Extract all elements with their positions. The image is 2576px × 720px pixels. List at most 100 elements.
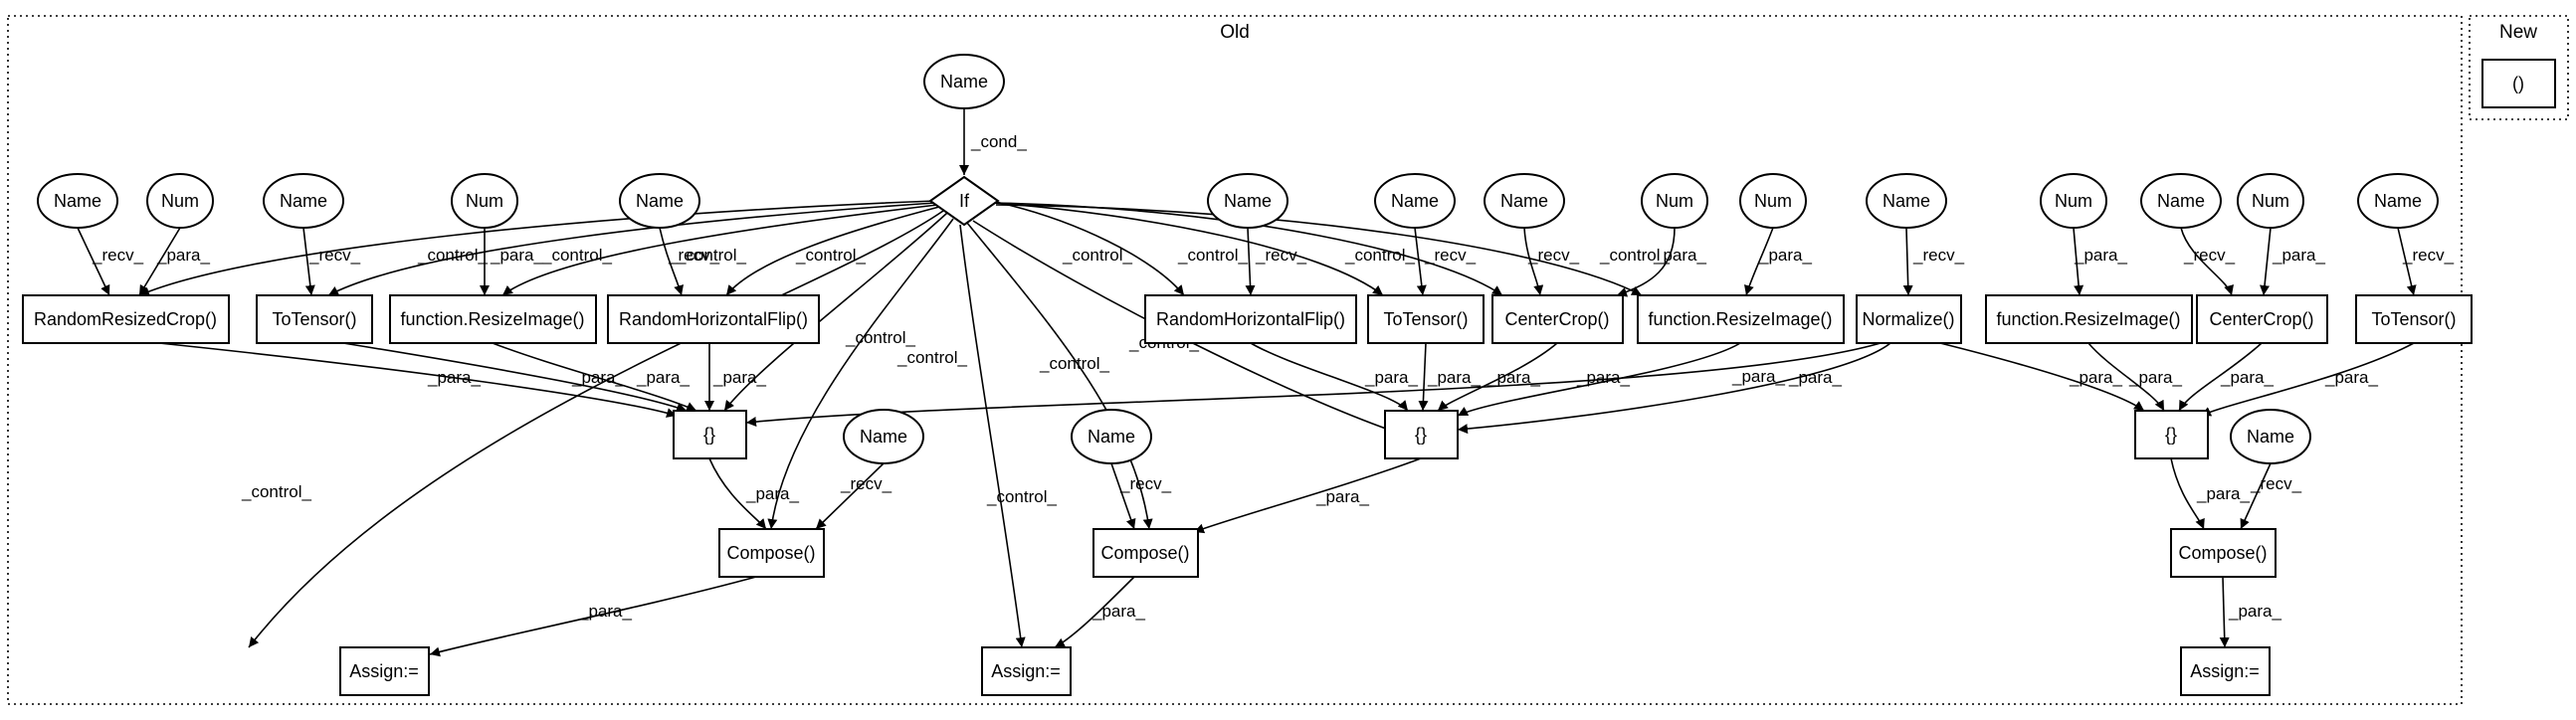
cluster-new [2469, 15, 2569, 120]
edge-recv [2397, 227, 2417, 296]
edge-recv [1110, 462, 1136, 530]
edge-label-para: _para_ [427, 368, 481, 387]
edge-control [723, 212, 948, 412]
node-compose-1: Compose() [718, 528, 825, 578]
edge-label-control: _control_ [1177, 246, 1248, 265]
edge-recv [1414, 227, 1427, 296]
svg-text:RandomHorizontalFlip(): RandomHorizontalFlip() [619, 309, 808, 329]
node-name-g: Name [1866, 173, 1947, 229]
node-totensor-3: ToTensor() [2355, 294, 2473, 344]
node-totensor-2: ToTensor() [1367, 294, 1485, 344]
edge-para [1457, 342, 1741, 417]
edge-label-control: _control_ [845, 328, 915, 347]
node-resize-image-1: function.ResizeImage() [389, 294, 597, 344]
cluster-old [7, 15, 2463, 705]
node-set-1: {} [673, 410, 747, 459]
edge-label-para: _para_ [1731, 367, 1785, 386]
edge-label-para: _para_ [2074, 246, 2127, 265]
edges [77, 108, 2417, 657]
svg-text:Name: Name [1882, 191, 1930, 211]
edge-recv [2180, 227, 2234, 296]
node-random-resized-crop: RandomResizedCrop() [22, 294, 230, 344]
node-name-k: Name [1071, 409, 1152, 464]
node-random-horizontal-flip-1: RandomHorizontalFlip() [607, 294, 820, 344]
svg-text:ToTensor(): ToTensor() [1383, 309, 1468, 329]
edge-control [248, 210, 944, 648]
edge-control [725, 206, 940, 296]
edge-label-recv: _recv_ [308, 246, 361, 265]
svg-text:Name: Name [280, 191, 327, 211]
edge-label-control: _control_ [1039, 354, 1109, 373]
node-name-c: Name [619, 173, 700, 229]
edge-label-recv: _recv_ [840, 474, 892, 493]
node-normalize: Normalize() [1856, 294, 1962, 344]
edge-label-para: _para_ [636, 368, 690, 387]
node-set-3: {} [2134, 410, 2209, 459]
edge-para [1250, 342, 1409, 412]
edge-label-control: _control_ [241, 482, 311, 501]
node-name-f: Name [1484, 173, 1565, 229]
edge-label-para: _para_ [2069, 368, 2122, 387]
edge-label-para: _para_ [578, 602, 632, 621]
edge-label-control: _control_ [1344, 246, 1415, 265]
edge-label-para: _para_ [2220, 368, 2274, 387]
edge-para [1418, 342, 1429, 412]
edge-label-para: _para_ [1364, 368, 1418, 387]
edge-label-recv: _recv_ [2402, 246, 2455, 265]
edge-label-para: _para_ [2128, 368, 2182, 387]
svg-text:Name: Name [2247, 427, 2294, 447]
edge-para [1193, 457, 1422, 534]
edge-label-recv: _recv_ [1527, 246, 1580, 265]
node-num-b: Num [451, 173, 518, 229]
svg-text:{}: {} [1415, 425, 1427, 445]
edge-control [990, 200, 1185, 296]
edge-recv [1523, 227, 1544, 296]
edge-control [767, 218, 954, 530]
svg-text:Name: Name [1500, 191, 1548, 211]
svg-text:Assign:=: Assign:= [991, 661, 1061, 681]
svg-text:Name: Name [2157, 191, 2205, 211]
edge-para [1616, 227, 1676, 297]
edge-para [138, 227, 181, 296]
svg-text:CenterCrop(): CenterCrop() [1504, 309, 1609, 329]
edge-label-recv: _recv_ [668, 246, 720, 265]
svg-text:Assign:=: Assign:= [349, 661, 419, 681]
edge-para [2087, 342, 2165, 412]
edge-label-recv: _recv_ [1912, 246, 1965, 265]
node-name-d: Name [1207, 173, 1288, 229]
node-name-i: Name [2357, 173, 2439, 229]
edge-label-recv: _recv_ [1119, 474, 1172, 493]
edge-para [2219, 576, 2230, 648]
edge-label-para: _para_ [490, 246, 543, 265]
edge-label-control: _control_ [896, 348, 967, 367]
svg-text:{}: {} [2165, 425, 2177, 445]
edge-label-control: _control_ [417, 246, 488, 265]
edge-label-recv: _recv_ [2250, 474, 2302, 493]
edge-label-para: _para_ [2228, 602, 2281, 621]
edge-label-para: _para_ [1315, 487, 1369, 506]
edge-para [158, 342, 678, 418]
node-if: If [928, 175, 1000, 227]
node-num-d: Num [1739, 173, 1807, 229]
edge-label-recv: _recv_ [2183, 246, 2236, 265]
edge-para [1939, 342, 2145, 412]
edge-para [708, 457, 767, 530]
svg-text:Num: Num [161, 191, 199, 211]
edge-label-control: _control_ [676, 246, 746, 265]
edge-label-cond: _cond_ [970, 132, 1027, 151]
svg-text:Num: Num [2252, 191, 2289, 211]
edge-control [138, 200, 936, 296]
edge-label-control: _control_ [795, 246, 866, 265]
svg-text:Name: Name [1224, 191, 1272, 211]
edge-label-control: _control_ [541, 246, 612, 265]
edge-para [2260, 227, 2272, 296]
svg-text:Assign:=: Assign:= [2190, 661, 2260, 681]
svg-text:ToTensor(): ToTensor() [2371, 309, 2456, 329]
node-name-b: Name [263, 173, 344, 229]
svg-text:{}: {} [703, 425, 715, 445]
edge-para [429, 576, 757, 657]
edge-para [1457, 342, 1891, 435]
node-center-crop-1: CenterCrop() [1491, 294, 1624, 344]
edge-para [1437, 342, 1558, 412]
node-name-l: Name [2230, 409, 2311, 464]
